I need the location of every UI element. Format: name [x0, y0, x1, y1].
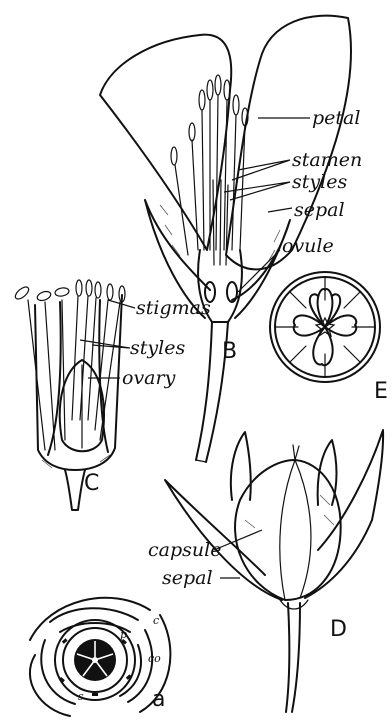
figure-c-ovary-label: ovary — [122, 367, 176, 389]
figure-a: p c co s a — [30, 598, 171, 716]
figure-b-left-petal — [100, 35, 231, 250]
figure-b-ovule-label: ovule — [282, 235, 334, 257]
figure-e-locules — [275, 277, 375, 377]
figure-e: E — [270, 272, 388, 404]
figure-d-sepal-label: sepal — [162, 567, 213, 589]
figure-b-petal-label: petal — [312, 107, 360, 129]
figure-b-letter: B — [222, 339, 237, 364]
figure-c-outline — [35, 295, 122, 470]
figure-a-co-label: co — [148, 652, 161, 665]
figure-c-stamens — [13, 280, 125, 450]
figure-b: petal stamen styles sepal ovule B — [100, 16, 362, 462]
figure-d: capsule sepal D — [148, 430, 383, 712]
figure-d-capsule-label: capsule — [148, 539, 221, 561]
figure-c-letter: C — [84, 471, 99, 496]
figure-a-letter: a — [152, 687, 165, 712]
figure-b-stamen-label: stamen — [292, 149, 362, 171]
figure-c-styles-label: styles — [130, 337, 185, 359]
figure-b-styles-label: styles — [292, 171, 347, 193]
figure-a-p-label: p — [120, 628, 127, 641]
figure-c: stigmas styles ovary C — [13, 280, 211, 510]
figure-b-stamens — [171, 75, 248, 255]
figure-c-stigmas-label: stigmas — [136, 297, 211, 319]
figure-a-s-label: s — [78, 690, 84, 703]
figure-d-stalk — [286, 603, 300, 712]
figure-a-c-label: c — [153, 614, 159, 627]
figure-b-sepal-label: sepal — [294, 199, 345, 221]
figure-e-letter: E — [374, 379, 388, 404]
figure-d-letter: D — [330, 617, 347, 642]
figure-d-right-sepal — [305, 430, 383, 598]
